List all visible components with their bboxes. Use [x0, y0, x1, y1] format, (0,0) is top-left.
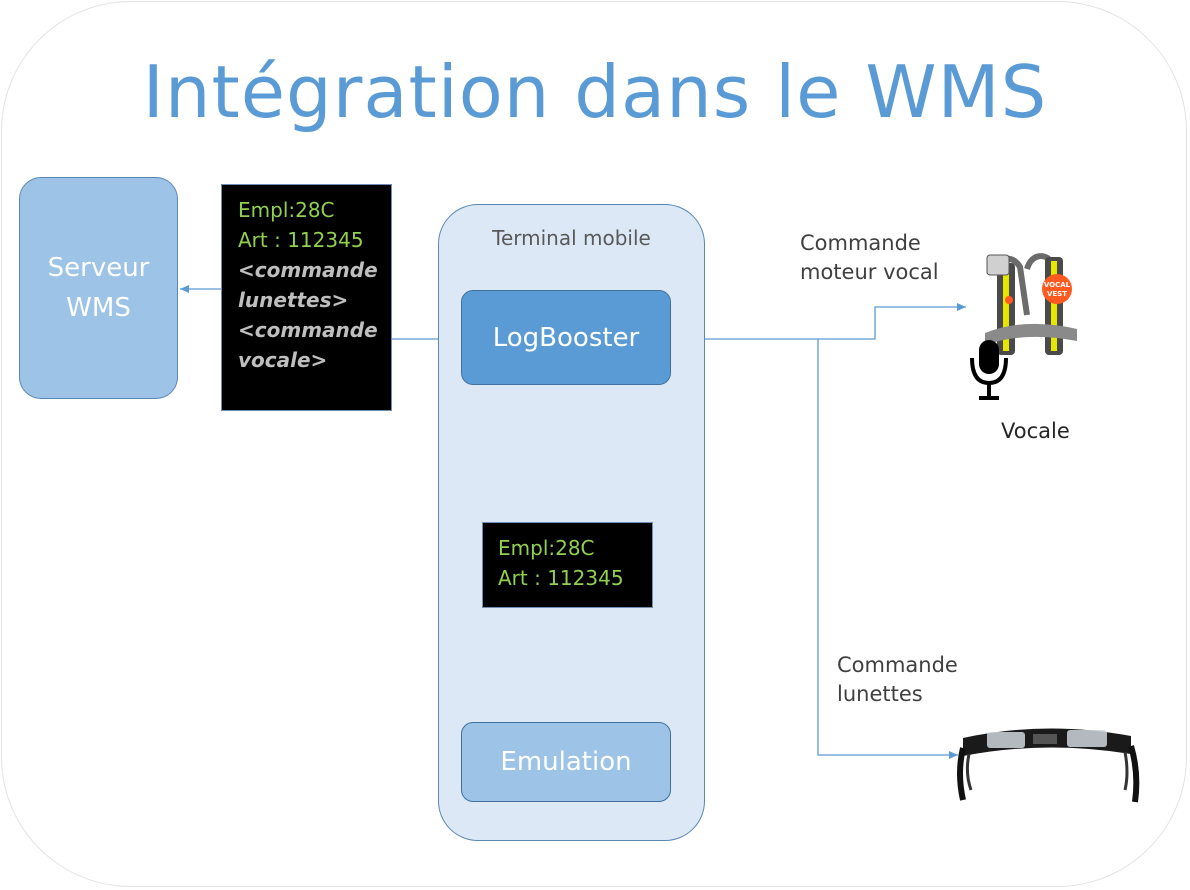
- screen-empl: Empl:28C: [498, 536, 595, 560]
- emulation-box: Emulation: [461, 722, 671, 802]
- message-cmd-voice-1: <commande: [238, 318, 378, 342]
- arrow-to-glasses: [817, 339, 958, 759]
- message-empl: Empl:28C: [238, 198, 335, 222]
- microphone-icon: [970, 340, 1008, 400]
- slide-title: Intégration dans le WMS: [142, 50, 1048, 134]
- voice-command-line2: moteur vocal: [800, 260, 939, 284]
- vocal-vest-logo-line2: VEST: [1047, 290, 1067, 298]
- vocal-vest-icon: VOCAL VEST: [970, 253, 1077, 400]
- terminal-mobile-label: Terminal mobile: [492, 226, 651, 250]
- message-cmd-glasses-1: <commande: [238, 258, 378, 282]
- logbooster-label: LogBooster: [492, 322, 640, 353]
- server-label-line2: WMS: [66, 293, 131, 323]
- message-cmd-glasses-2: lunettes>: [238, 288, 349, 312]
- server-label-line1: Serveur: [47, 253, 150, 283]
- emulation-label: Emulation: [500, 747, 632, 777]
- screen-box: Empl:28C Art : 112345: [482, 522, 653, 608]
- server-wms-box: Serveur WMS: [19, 177, 178, 399]
- message-cmd-voice-2: vocale>: [238, 348, 328, 372]
- smart-glasses-icon: [957, 728, 1140, 803]
- voice-command-line1: Commande: [800, 231, 921, 255]
- voice-command-label: Commande moteur vocal: [800, 229, 939, 287]
- logbooster-box: LogBooster: [461, 290, 671, 385]
- message-box: Empl:28C Art : 112345 <commande lunettes…: [221, 184, 392, 411]
- glasses-command-line2: lunettes: [837, 682, 923, 706]
- vocal-vest-logo-line1: VOCAL: [1044, 281, 1071, 289]
- glasses-command-label: Commande lunettes: [837, 651, 958, 709]
- vocal-device-label: Vocale: [1001, 419, 1070, 443]
- glasses-command-line1: Commande: [837, 653, 958, 677]
- arrow-to-voice: [671, 303, 966, 340]
- message-art: Art : 112345: [238, 228, 364, 252]
- screen-art: Art : 112345: [498, 566, 624, 590]
